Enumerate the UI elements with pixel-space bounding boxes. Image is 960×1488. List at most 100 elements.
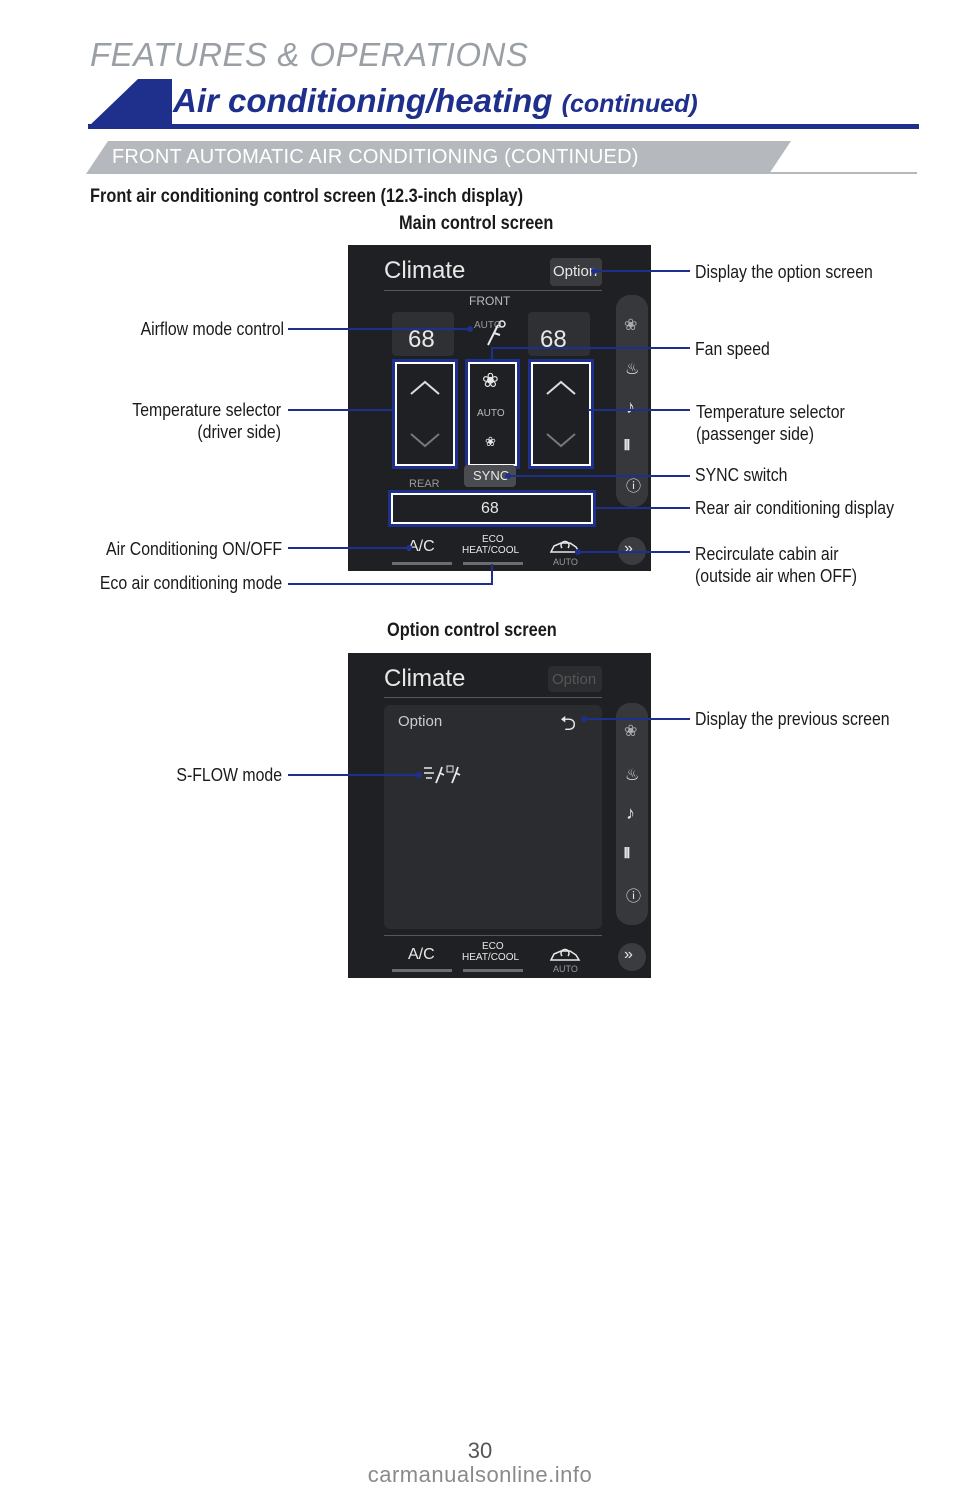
rear-temp-value: 68 bbox=[481, 500, 499, 517]
side-info-icon[interactable]: ⓘ bbox=[626, 478, 642, 495]
leader-dot bbox=[505, 473, 511, 479]
watermark: carmanualsonline.info bbox=[367, 1462, 593, 1487]
leader-eco-rise bbox=[491, 564, 493, 585]
recirculate-auto-label: AUTO bbox=[553, 964, 578, 974]
chevrons-right-icon: » bbox=[624, 946, 633, 963]
leader-temp-passenger bbox=[588, 409, 690, 411]
callout-sync-switch: SYNC switch bbox=[695, 465, 788, 485]
leader-dot bbox=[591, 268, 597, 274]
front-label: FRONT bbox=[469, 294, 511, 308]
callout-airflow-mode: Airflow mode control bbox=[140, 319, 284, 339]
back-arrow-icon[interactable]: ⮌ bbox=[560, 713, 577, 735]
subheading: FRONT AUTOMATIC AIR CONDITIONING (CONTIN… bbox=[112, 146, 639, 168]
airflow-mode-button[interactable]: AUTO bbox=[468, 315, 514, 353]
fan-auto-label: AUTO bbox=[477, 408, 505, 419]
passenger-temp-selector[interactable] bbox=[528, 359, 594, 469]
section-heading: FEATURES & OPERATIONS bbox=[90, 36, 529, 73]
driver-temp-down-icon[interactable] bbox=[409, 432, 441, 448]
passenger-temp-value: 68 bbox=[540, 326, 567, 353]
side-audio-icon[interactable]: ♪ bbox=[626, 397, 635, 417]
seat-airflow-icon bbox=[487, 320, 506, 346]
side-audio-icon[interactable]: ♪ bbox=[626, 803, 635, 823]
callout-temp-passenger-2: (passenger side) bbox=[696, 424, 814, 444]
callout-ac-onoff: Air Conditioning ON/OFF bbox=[105, 539, 282, 559]
eco-heat-cool-button[interactable]: HEAT/COOL bbox=[462, 545, 520, 556]
eco-label: ECO bbox=[482, 534, 504, 545]
callout-recirculate-1: Recirculate cabin air bbox=[695, 544, 839, 564]
leader-sflow bbox=[288, 774, 418, 776]
leader-recirculate bbox=[578, 551, 690, 553]
fan-speed-control[interactable]: ❀ AUTO ❀ bbox=[465, 359, 520, 469]
ac-button[interactable]: A/C bbox=[408, 538, 435, 555]
leader-display-option bbox=[594, 270, 690, 272]
option-panel-label: Option bbox=[398, 713, 443, 730]
title-bar-slash bbox=[88, 79, 138, 127]
callout-recirculate-2: (outside air when OFF) bbox=[695, 566, 857, 586]
rear-ac-display[interactable]: 68 bbox=[388, 490, 596, 527]
passenger-temp-display: 68 bbox=[528, 312, 590, 356]
page-title-main: Air conditioning/heating bbox=[173, 82, 553, 119]
expand-button[interactable]: » bbox=[618, 943, 646, 971]
side-equalizer-icon[interactable]: ⫴ bbox=[624, 845, 630, 861]
side-climate-icon[interactable]: ❀ bbox=[624, 317, 638, 334]
page-title: Air conditioning/heating (continued) bbox=[173, 82, 698, 120]
rear-label: REAR bbox=[409, 478, 440, 490]
chevrons-right-icon: » bbox=[624, 540, 633, 557]
driver-temp-value: 68 bbox=[408, 326, 435, 353]
title-bar-block bbox=[138, 79, 172, 127]
header-divider bbox=[384, 290, 602, 291]
footer-divider bbox=[384, 935, 602, 936]
leader-dot bbox=[416, 772, 422, 778]
callout-sflow-mode: S-FLOW mode bbox=[176, 765, 282, 785]
side-menu: ❀ ♨ ♪ ⫴ ⓘ bbox=[616, 703, 648, 925]
fan-high-icon[interactable]: ❀ bbox=[482, 370, 499, 392]
option-panel: Option ⮌ bbox=[384, 705, 602, 929]
eco-indicator bbox=[463, 562, 523, 565]
ac-indicator bbox=[392, 969, 452, 972]
driver-temp-up-icon[interactable] bbox=[409, 380, 441, 396]
passenger-temp-up-icon[interactable] bbox=[545, 380, 577, 396]
ac-button[interactable]: A/C bbox=[408, 946, 435, 963]
callout-temp-driver-2: (driver side) bbox=[197, 422, 281, 442]
side-seat-heater-icon[interactable]: ♨ bbox=[625, 767, 640, 784]
header-divider bbox=[384, 697, 602, 698]
side-equalizer-icon[interactable]: ⫴ bbox=[624, 437, 630, 453]
airflow-auto-label: AUTO bbox=[474, 320, 502, 331]
recirculate-car-icon[interactable] bbox=[548, 947, 582, 963]
fan-low-icon[interactable]: ❀ bbox=[485, 434, 496, 449]
page-number: 30 bbox=[467, 1438, 493, 1463]
option-button-label: Option bbox=[553, 263, 598, 280]
passenger-temp-down-icon[interactable] bbox=[545, 432, 577, 448]
leader-fan-speed bbox=[492, 347, 690, 349]
leader-previous bbox=[584, 718, 690, 720]
leader-eco bbox=[288, 583, 493, 585]
climate-title: Climate bbox=[384, 257, 466, 284]
title-underline bbox=[88, 124, 919, 129]
callout-temp-driver-1: Temperature selector bbox=[132, 400, 281, 420]
page-title-suffix: (continued) bbox=[561, 90, 698, 118]
recirculate-auto-label: AUTO bbox=[553, 557, 578, 567]
sync-button[interactable]: SYNC bbox=[464, 465, 516, 487]
eco-heat-cool-button[interactable]: HEAT/COOL bbox=[462, 952, 520, 963]
sflow-mode-icon[interactable] bbox=[422, 763, 468, 785]
climate-title: Climate bbox=[384, 665, 466, 692]
callout-previous-screen: Display the previous screen bbox=[695, 709, 890, 729]
driver-temp-display: 68 bbox=[392, 312, 454, 356]
driver-temp-selector[interactable] bbox=[392, 359, 458, 469]
side-climate-icon[interactable]: ❀ bbox=[624, 723, 638, 740]
side-seat-heater-icon[interactable]: ♨ bbox=[625, 361, 640, 378]
leader-dot bbox=[581, 716, 587, 722]
sync-label: SYNC bbox=[473, 468, 510, 483]
leader-ac bbox=[288, 547, 408, 549]
leader-fan-speed-drop bbox=[491, 347, 493, 359]
leader-dot bbox=[406, 545, 412, 551]
subheading-line bbox=[760, 172, 917, 174]
option-button[interactable]: Option bbox=[548, 666, 602, 692]
option-control-screen: Climate Option Option ⮌ A/C ECO HEAT/COO… bbox=[348, 653, 651, 978]
callout-fan-speed: Fan speed bbox=[695, 339, 770, 359]
side-info-icon[interactable]: ⓘ bbox=[626, 888, 642, 905]
callout-rear-display: Rear air conditioning display bbox=[695, 498, 894, 518]
callout-temp-passenger-1: Temperature selector bbox=[696, 402, 845, 422]
callout-eco-mode: Eco air conditioning mode bbox=[99, 573, 282, 593]
leader-airflow bbox=[288, 328, 470, 330]
